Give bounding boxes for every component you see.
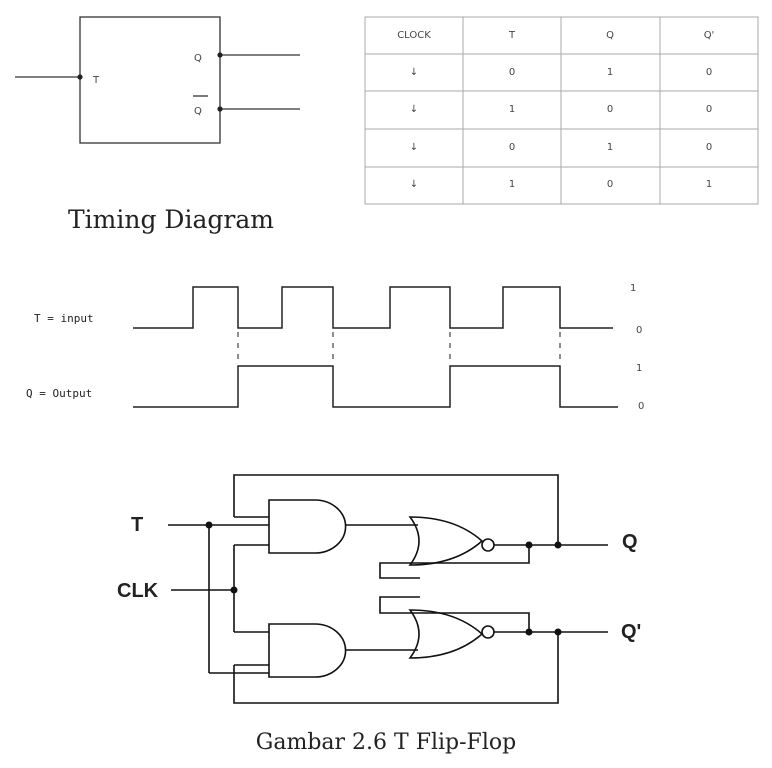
circuit-qprime-label: Q' xyxy=(621,621,641,643)
input-waveform xyxy=(133,286,613,329)
truth-table-cell: 0 xyxy=(706,142,712,153)
truth-table-header: Q' xyxy=(704,30,715,41)
q-cross-feedback xyxy=(379,545,530,579)
output-signal-label: Q = Output xyxy=(26,387,92,400)
logic-circuit xyxy=(168,474,608,704)
clock-edge-markers xyxy=(237,332,561,362)
truth-table-header: Q xyxy=(606,30,614,41)
truth-table-header: T xyxy=(508,30,516,41)
circuit-q-label: Q xyxy=(622,531,638,553)
input-high-label: 1 xyxy=(630,283,636,294)
block-q-dot xyxy=(217,52,223,58)
truth-table-cell: 0 xyxy=(607,104,613,115)
truth-table-cell: 0 xyxy=(509,142,515,153)
top-nor-gate xyxy=(408,516,484,566)
circuit-clk-label: CLK xyxy=(117,580,159,602)
truth-table-cell: 1 xyxy=(607,142,613,153)
timing-diagram-title: Timing Diagram xyxy=(68,205,274,234)
input-low-label: 0 xyxy=(636,325,642,336)
truth-table-cell: 1 xyxy=(509,104,515,115)
top-nor-bubble xyxy=(481,538,495,552)
truth-table-cell: 0 xyxy=(607,179,613,190)
truth-table-cell: ↓ xyxy=(410,104,418,115)
truth-table: CLOCK T Q Q' ↓ 0 1 0 ↓ 1 0 0 ↓ 0 1 0 ↓ 1 0 1 xyxy=(364,16,759,205)
truth-table-cell: ↓ xyxy=(410,179,418,190)
block-qbar-label: Q xyxy=(194,106,202,117)
qprime-cross-feedback xyxy=(379,596,530,632)
output-low-label: 0 xyxy=(638,401,644,412)
truth-table-cell: 1 xyxy=(509,179,515,190)
block-input-label: T xyxy=(92,75,100,86)
bottom-and-gate xyxy=(268,623,347,678)
figure-caption: Gambar 2.6 T Flip-Flop xyxy=(256,730,516,755)
top-feedback-wire xyxy=(233,474,559,543)
bottom-feedback-wire xyxy=(233,633,559,704)
truth-table-cell: ↓ xyxy=(410,67,418,78)
truth-table-cell: 1 xyxy=(607,67,613,78)
block-qbar-dot xyxy=(217,106,223,112)
block-input-dot xyxy=(77,74,83,80)
truth-table-cell: ↓ xyxy=(410,142,418,153)
bottom-nor-gate xyxy=(408,609,484,659)
t-flipflop-block xyxy=(15,16,300,144)
truth-table-cell: 0 xyxy=(706,104,712,115)
truth-table-cell: 1 xyxy=(706,179,712,190)
input-signal-label: T = input xyxy=(34,312,94,325)
bottom-nor-bubble xyxy=(481,625,495,639)
block-box xyxy=(79,16,221,144)
circuit-t-label: T xyxy=(131,514,143,536)
truth-table-grid xyxy=(364,16,759,205)
output-waveform xyxy=(133,365,618,408)
circuit-junctions xyxy=(205,521,562,636)
truth-table-cell: 0 xyxy=(706,67,712,78)
top-and-gate xyxy=(268,499,347,554)
output-high-label: 1 xyxy=(636,363,642,374)
block-q-label: Q xyxy=(194,53,202,64)
timing-diagram: T = input Q = Output 1 0 1 0 xyxy=(26,283,644,412)
truth-table-cell: 0 xyxy=(509,67,515,78)
truth-table-header: CLOCK xyxy=(397,30,431,41)
